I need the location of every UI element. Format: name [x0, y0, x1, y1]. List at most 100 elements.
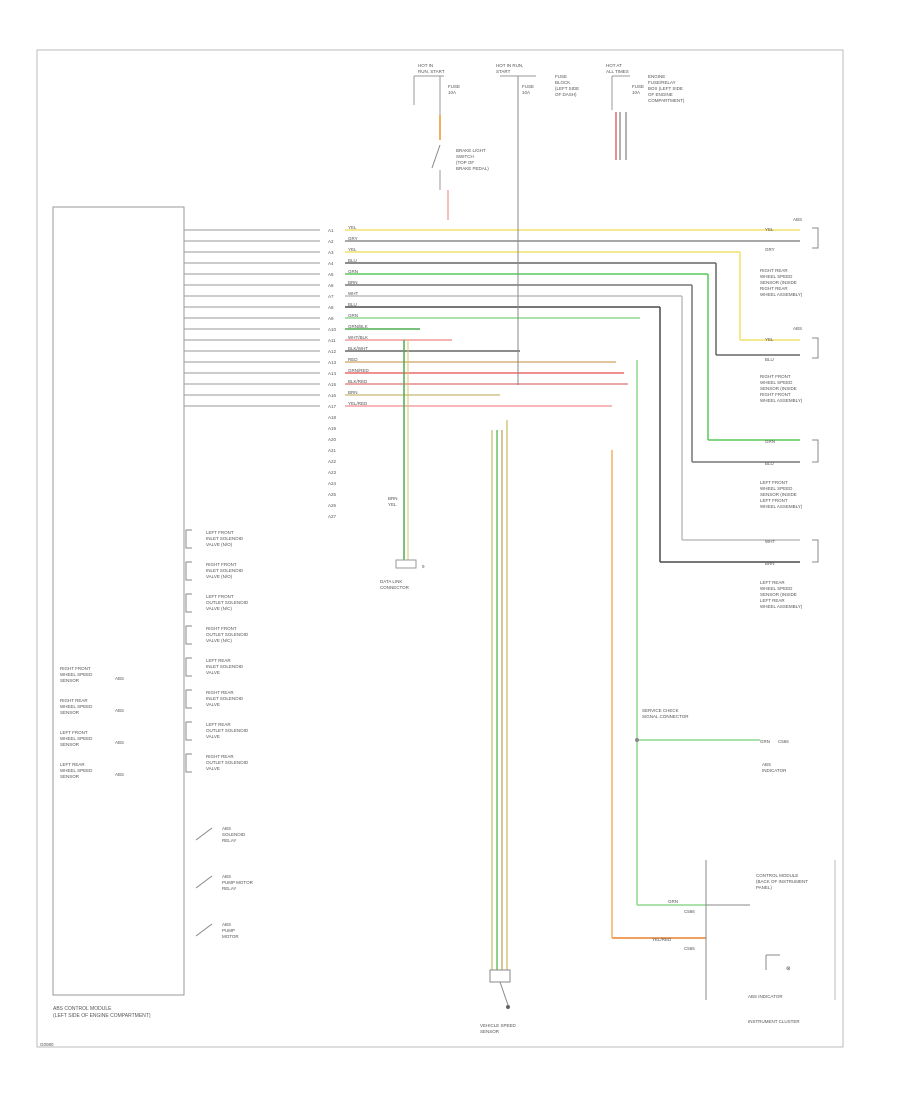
sensor-3-connector	[812, 439, 819, 463]
component-4-line-1: INLET SOLENOID	[206, 664, 244, 669]
relay-1-line-2: RELAY	[222, 886, 236, 891]
component-4-line-2: VALVE	[206, 670, 220, 675]
sensor-pin-5: GRN	[765, 439, 775, 444]
component-2-line-2: VALVE (N/C)	[206, 606, 232, 611]
component-0-line-2: VALVE (N/O)	[206, 542, 233, 547]
relay-2-line-1: PUMP	[222, 928, 235, 933]
scs-junction	[635, 738, 639, 742]
pin-label-A3: A3	[328, 250, 334, 255]
figure-id: G0080	[40, 1042, 54, 1047]
component-4-line-0: LEFT REAR	[206, 658, 231, 663]
sensor-4-label-3: SENSOR (INSIDE	[760, 592, 797, 597]
wire-color-label-9: GRN/BLK	[348, 324, 368, 329]
pin-label-A1: A1	[328, 228, 334, 233]
power-feed-2-label-2: START	[496, 69, 511, 74]
wire-color-label-5: BRN	[348, 280, 358, 285]
pin-label-A11: A11	[328, 338, 336, 343]
sensor-2-top-label: ABS	[793, 326, 802, 331]
pin-label-A2: A2	[328, 239, 334, 244]
component-0-line-0: LEFT FRONT	[206, 530, 234, 535]
left-label-2-c: SENSOR	[60, 710, 80, 715]
sensor-2-label-4: RIGHT FRONT	[760, 392, 791, 397]
sensor-2-connector	[812, 337, 819, 359]
left-label-3-c: SENSOR	[60, 742, 80, 747]
left-label-1-c: SENSOR	[60, 678, 80, 683]
pin-label-A16: A16	[328, 393, 337, 398]
power-feed-1-label-1: HOT IN	[418, 63, 433, 68]
sensor-2-label-2: WHEEL SPEED	[760, 380, 793, 385]
wire-color-label-15: BRN	[348, 390, 358, 395]
relay-switch-2	[195, 923, 213, 937]
left-label-1-b: WHEEL SPEED	[60, 672, 93, 677]
wire-color-label-3: BLU	[348, 258, 357, 263]
relay-box-note-3: BOX (LEFT SIDE	[648, 86, 683, 91]
instrument-cluster-label: INSTRUMENT CLUSTER	[748, 1019, 800, 1024]
component-bracket-2	[185, 593, 192, 613]
wire-color-label-0: YEL	[348, 225, 357, 230]
fuse-block-note-3: (LEFT SIDE	[555, 86, 579, 91]
pin-label-A8: A8	[328, 305, 334, 310]
sensor-1-label-1: RIGHT REAR	[760, 268, 788, 273]
component-bracket-7	[185, 753, 192, 773]
component-6-line-1: OUTLET SOLENOID	[206, 728, 249, 733]
speedo-label-1: VEHICLE SPEED	[480, 1023, 517, 1028]
connector-pins: A1A2A3A4A5A6A7A8A9A10A11A12A13A14A15A16A…	[328, 228, 337, 519]
pin-label-A10: A10	[328, 327, 337, 332]
cluster-label-2: (BACK OF INSTRUMENT	[756, 879, 808, 884]
pin-label-A24: A24	[328, 481, 337, 486]
scs-wire-label: GRN	[760, 739, 770, 744]
power-feed-1-label-2: RUN, START	[418, 69, 445, 74]
instrument-cluster-area: SERVICE CHECK SIGNAL CONNECTOR GRN C566 …	[611, 360, 836, 1024]
sensor-pin-6: BLU	[765, 461, 774, 466]
dlc-pin-9: 9	[422, 564, 425, 569]
dlc-label-2: CONNECTOR	[380, 585, 410, 590]
relay-2-line-0: ABS	[222, 922, 231, 927]
sensor-4-connector	[812, 539, 819, 563]
relay-2-line-2: MOTOR	[222, 934, 239, 939]
component-3-line-2: VALVE (N/C)	[206, 638, 232, 643]
brake-switch-label-4: BRAKE PEDAL)	[456, 166, 489, 171]
sensor-3-label-2: WHEEL SPEED	[760, 486, 793, 491]
pin-label-A20: A20	[328, 437, 337, 442]
sensor-3-label-3: SENSOR (INSIDE	[760, 492, 797, 497]
component-bracket-0	[185, 529, 192, 549]
vss-label-1: ABS	[762, 762, 771, 767]
cluster-label-3: PANEL)	[756, 885, 772, 890]
relay-box-note-4: OF ENGINE	[648, 92, 673, 97]
module-label-1: ABS CONTROL MODULE	[53, 1006, 112, 1012]
sensor-pin-3: YEL	[765, 337, 774, 342]
component-1-line-2: VALVE (N/O)	[206, 574, 233, 579]
component-5-line-2: VALVE	[206, 702, 220, 707]
component-bracket-3	[185, 625, 192, 645]
sensor-4-label-1: LEFT REAR	[760, 580, 785, 585]
abs-module-box	[52, 206, 185, 996]
relay-switch-0	[195, 827, 213, 841]
vss-label-2: INDICATOR	[762, 768, 787, 773]
relay-0-line-1: SOLENOID	[222, 832, 246, 837]
brake-switch-label-1: BRAKE LIGHT	[456, 148, 486, 153]
left-label-4-c: SENSOR	[60, 774, 80, 779]
pin-label-A21: A21	[328, 448, 337, 453]
wire-color-label-11: BLK/WHT	[348, 346, 368, 351]
wire-color-label-1: GRY	[348, 236, 358, 241]
data-link-connector: BRN YEL DATA LINK CONNECTOR 9	[380, 340, 425, 590]
component-bracket-5	[185, 689, 192, 709]
sensor-pin-2: GRY	[765, 247, 775, 252]
left-label-2-tag: ABS	[115, 708, 124, 713]
dlc-wire-1: BRN	[388, 496, 398, 501]
component-bracket-4	[185, 657, 192, 677]
pin-label-A4: A4	[328, 261, 334, 266]
pin-label-A7: A7	[328, 294, 334, 299]
pin-label-A9: A9	[328, 316, 334, 321]
pin-label-A26: A26	[328, 503, 337, 508]
power-feed-1-fuse-1: FUSE	[448, 84, 460, 89]
relay-box-note-5: COMPARTMENT)	[648, 98, 685, 103]
pin-label-A12: A12	[328, 349, 337, 354]
indicator-mark: ⊗	[786, 966, 791, 972]
scs-wire-tag: C566	[778, 739, 789, 744]
cluster-wire-label-2: YEL/RED	[652, 937, 672, 942]
power-feed-3-fuse-1: FUSE	[632, 84, 644, 89]
power-feed-3-label-2: ALL TIMES	[606, 69, 629, 74]
top-power-section: HOT IN RUN, START FUSE 10A HOT IN RUN, S…	[413, 63, 685, 385]
